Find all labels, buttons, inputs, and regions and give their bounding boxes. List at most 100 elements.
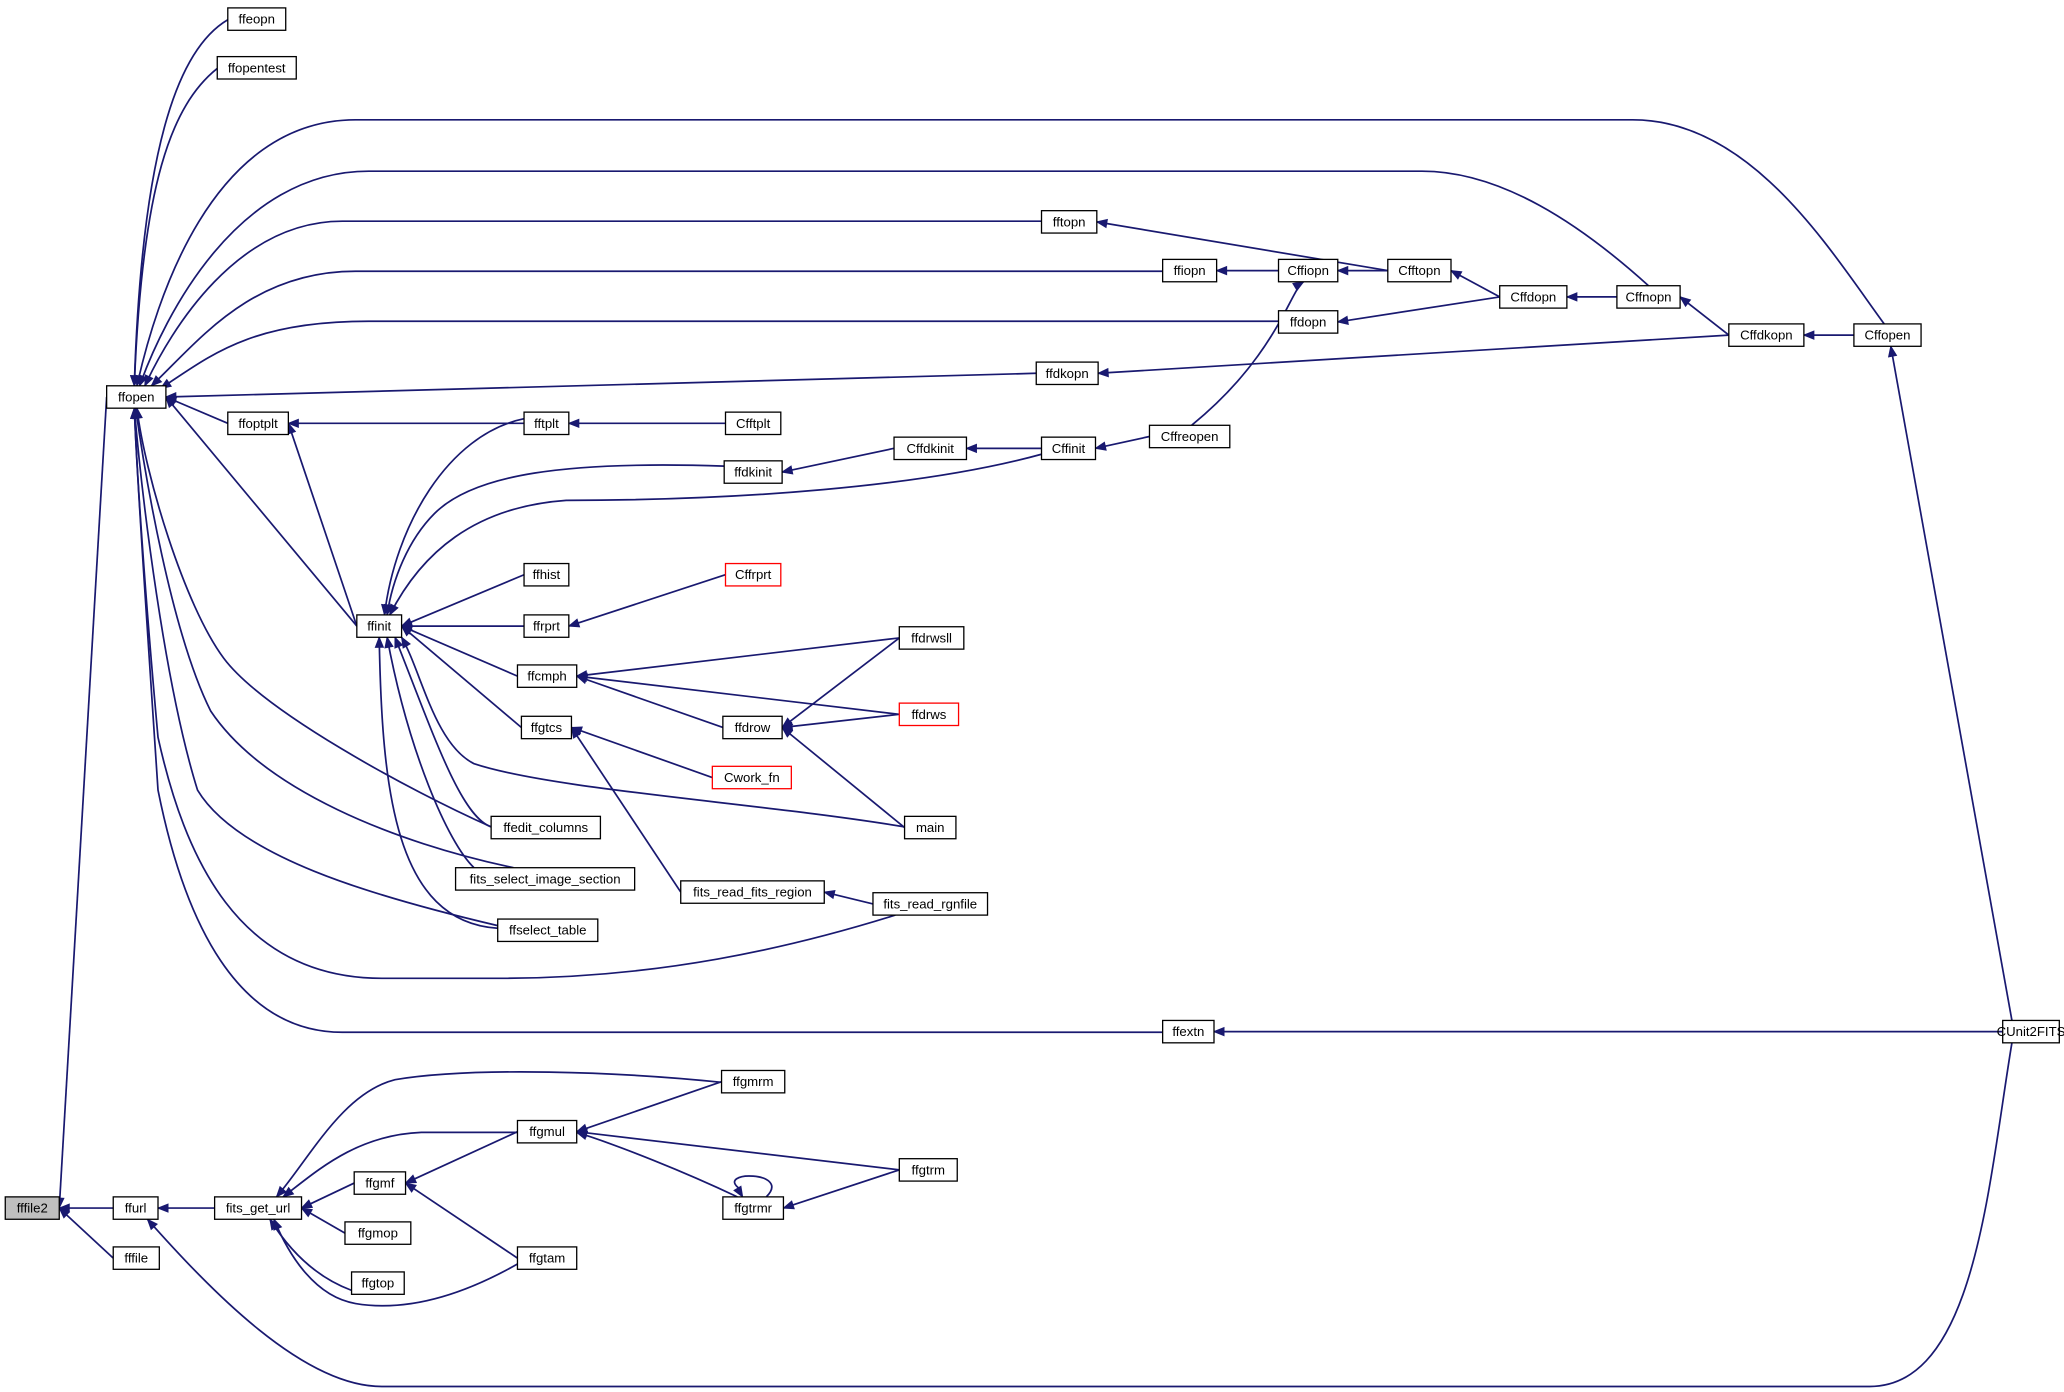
node-label: ffhist: [533, 567, 561, 582]
edge-fftplt-to-ffoptplt: [287, 418, 525, 429]
node-box: [872, 892, 989, 916]
node-fits_read_rgnfile[interactable]: fits_read_rgnfile: [872, 892, 989, 916]
node-ffgmop[interactable]: ffgmop: [344, 1221, 412, 1245]
node-ffdkinit[interactable]: ffdkinit: [723, 460, 783, 484]
node-label: ffurl: [125, 1201, 147, 1216]
arrow-head-icon: [58, 1207, 71, 1219]
edge-ffopen-to-fffile2: [55, 396, 108, 1210]
edge-Cffreopen-to-Cffiopn: [1191, 281, 1305, 426]
node-Cffdopn[interactable]: Cffdopn: [1499, 285, 1568, 309]
edge-CUnit2FITS-to-ffurl: [146, 1042, 2013, 1388]
edge-fits_read_rgnfile-to-fits_read_fits_region: [822, 889, 874, 905]
edges-layer: [55, 19, 2013, 1388]
node-label: ffeopn: [239, 12, 275, 27]
arrow-head-icon: [1095, 218, 1108, 229]
node-ffgmul[interactable]: ffgmul: [516, 1119, 578, 1144]
edge-ffdrws-to-ffdrow: [780, 713, 900, 732]
arrow-head-icon: [1096, 367, 1109, 378]
node-box: [520, 715, 573, 740]
node-box: [1728, 323, 1805, 347]
arrow-head-icon: [384, 635, 394, 649]
edge-fits_select_image_section-to-ffopen: [132, 406, 514, 869]
node-box: [724, 411, 782, 436]
node-label: Cfftopn: [1398, 263, 1440, 278]
node-ffiopn[interactable]: ffiopn: [1161, 258, 1218, 283]
arrow-head-icon: [1887, 344, 1898, 358]
node-ffurl[interactable]: ffurl: [112, 1196, 159, 1220]
node-ffgtrm[interactable]: ffgtrm: [898, 1158, 958, 1182]
arrow-head-icon: [287, 418, 299, 429]
edge-Cffiopn-to-ffiopn: [1215, 265, 1279, 276]
node-Cfftopn[interactable]: Cfftopn: [1387, 258, 1452, 283]
node-Cffdkopn[interactable]: Cffdkopn: [1728, 323, 1805, 347]
node-Cffreopen[interactable]: Cffreopen: [1148, 424, 1231, 449]
edge-ffgtrm-to-ffgtrmr: [782, 1169, 900, 1210]
node-ffgtrmr[interactable]: ffgtrmr: [722, 1196, 785, 1220]
node-box: [523, 562, 570, 587]
node-label: Cffreopen: [1161, 429, 1219, 444]
node-ffgmf[interactable]: ffgmf: [353, 1171, 407, 1195]
arrow-head-icon: [1094, 441, 1107, 451]
node-ffcmph[interactable]: ffcmph: [516, 664, 578, 688]
edge-ffselect_table-to-ffopen: [130, 406, 498, 927]
edge-ffdkopn-to-ffopen: [164, 372, 1037, 402]
node-box: [353, 1171, 407, 1195]
node-fffile[interactable]: fffile: [112, 1246, 160, 1270]
node-ffrprt[interactable]: ffrprt: [523, 614, 570, 638]
node-label: ffgmf: [365, 1176, 394, 1191]
node-fits_read_fits_region[interactable]: fits_read_fits_region: [680, 880, 825, 904]
node-ffgmrm[interactable]: ffgmrm: [720, 1069, 786, 1094]
node-label: ffoptplt: [238, 416, 278, 431]
node-ffdrwsll[interactable]: ffdrwsll: [898, 626, 965, 650]
node-Cffnopn[interactable]: Cffnopn: [1616, 285, 1681, 309]
node-Cffopen[interactable]: Cffopen: [1853, 323, 1922, 347]
node-label: fftopn: [1053, 214, 1086, 229]
node-fftopn[interactable]: fftopn: [1040, 210, 1098, 234]
node-box: [1277, 310, 1339, 334]
node-ffinit[interactable]: ffinit: [356, 614, 403, 638]
node-ffhist[interactable]: ffhist: [523, 562, 570, 587]
node-Cffrprt[interactable]: Cffrprt: [724, 562, 782, 587]
node-Cwork_fn[interactable]: Cwork_fn: [711, 765, 792, 790]
node-fftplt[interactable]: fftplt: [523, 411, 570, 436]
node-main[interactable]: main: [903, 815, 957, 840]
node-ffopen[interactable]: ffopen: [106, 385, 167, 409]
arrow-head-icon: [1212, 1026, 1225, 1037]
edge-ffgtam-to-fits_get_url: [273, 1218, 518, 1307]
node-fffile2[interactable]: fffile2: [4, 1196, 60, 1220]
node-ffedit_columns[interactable]: ffedit_columns: [490, 815, 602, 840]
node-Cffdkinit[interactable]: Cffdkinit: [893, 436, 968, 461]
node-ffgtam[interactable]: ffgtam: [516, 1246, 578, 1270]
node-box: [1616, 285, 1681, 309]
edge-Cffdopn-to-ffdopn: [1336, 296, 1500, 326]
edge-ffgmrm-to-fits_get_url: [275, 1071, 722, 1198]
node-ffopentest[interactable]: ffopentest: [216, 55, 297, 80]
arrow-head-icon: [1215, 265, 1228, 276]
node-Cffiopn[interactable]: Cffiopn: [1277, 258, 1339, 283]
node-ffdrws[interactable]: ffdrws: [898, 702, 960, 727]
node-CUnit2FITS[interactable]: CUnit2FITS: [1997, 1019, 2064, 1044]
node-label: Cffinit: [1052, 441, 1086, 456]
node-fits_select_image_section[interactable]: fits_select_image_section: [454, 867, 636, 891]
node-ffoptplt[interactable]: ffoptplt: [227, 411, 290, 436]
node-ffgtop[interactable]: ffgtop: [350, 1271, 405, 1295]
node-ffdkopn[interactable]: ffdkopn: [1035, 361, 1099, 386]
node-ffextn[interactable]: ffextn: [1161, 1019, 1215, 1044]
node-ffdrow[interactable]: ffdrow: [722, 715, 783, 740]
node-Cffinit[interactable]: Cffinit: [1040, 436, 1097, 461]
arrow-head-icon: [144, 374, 154, 388]
node-label: ffinit: [367, 619, 391, 634]
node-box: [227, 7, 287, 31]
node-Cfftplt[interactable]: Cfftplt: [724, 411, 782, 436]
node-box: [723, 460, 783, 484]
node-label: fits_read_fits_region: [693, 885, 812, 900]
edge-ffselect_table-to-ffinit: [374, 635, 498, 930]
node-ffgtcs[interactable]: ffgtcs: [520, 715, 573, 740]
edge-CUnit2FITS-to-ffextn: [1212, 1026, 2003, 1037]
node-fits_get_url[interactable]: fits_get_url: [213, 1196, 303, 1220]
edge-ffrprt-to-ffinit: [400, 621, 525, 631]
node-ffeopn[interactable]: ffeopn: [227, 7, 287, 31]
edge-ffgtrmr-to-ffgtrmr: [733, 1175, 773, 1199]
node-ffdopn[interactable]: ffdopn: [1277, 310, 1339, 334]
node-ffselect_table[interactable]: ffselect_table: [497, 918, 599, 943]
